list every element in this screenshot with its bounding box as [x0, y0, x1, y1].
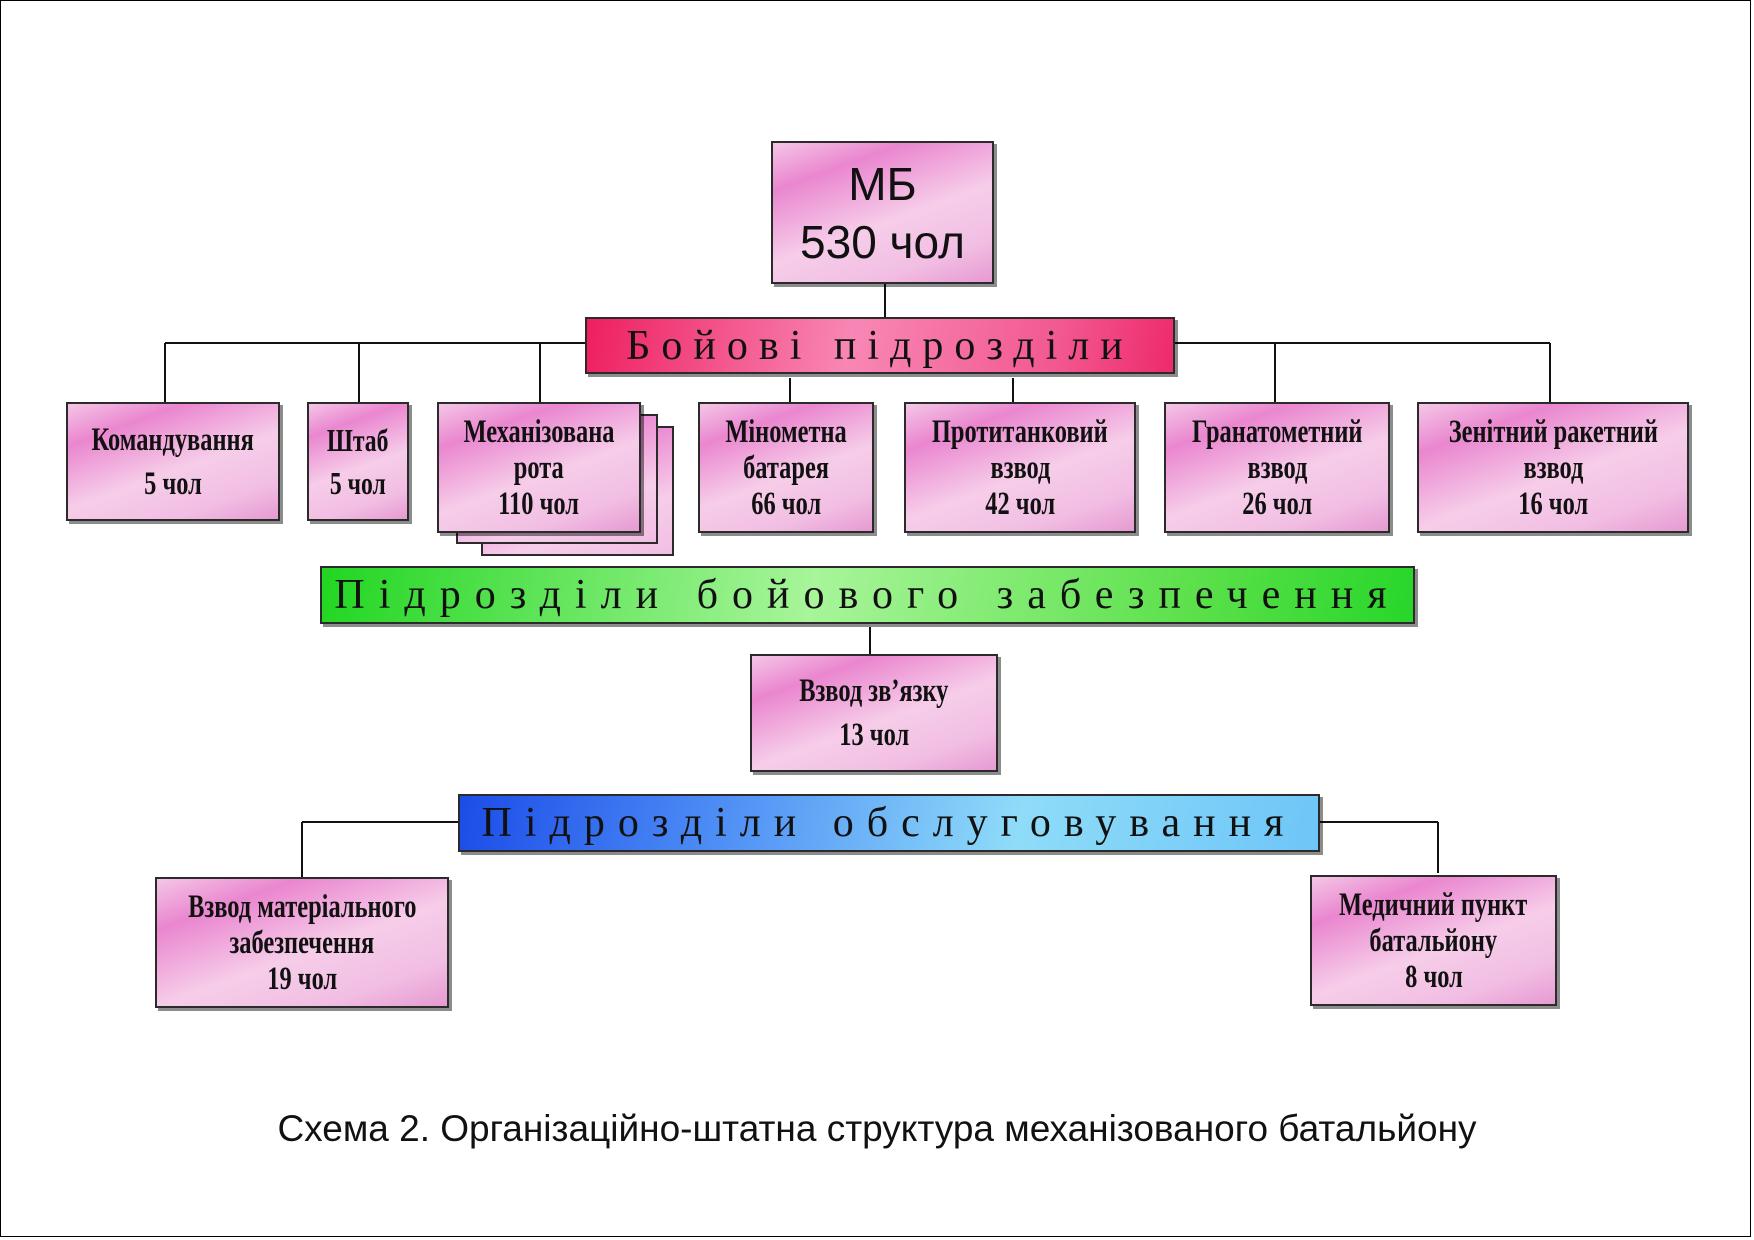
mortar-battery-label: Мінометна: [725, 413, 847, 450]
staff-label: Штаб: [327, 421, 389, 458]
mortar-battery-strength: 66 чол: [751, 485, 821, 522]
aa-missile-platoon-label: Зенітний ракетний: [1448, 413, 1658, 450]
battalion-name: МБ: [848, 157, 917, 210]
signal-platoon-label: Взвод зв’язку: [799, 673, 949, 709]
grenade-platoon-strength: 26 чол: [1242, 485, 1312, 522]
diagram-caption: Схема 2. Організаційно-штатна структура …: [277, 1108, 1477, 1149]
command-box: Командування 5 чол: [66, 402, 280, 521]
mech-company-label: Механізована: [463, 413, 615, 450]
grenade-platoon-label-2: взвод: [1247, 449, 1307, 486]
mortar-battery-box: Мінометна батарея 66 чол: [698, 402, 874, 533]
antitank-platoon-label: Протитанковий: [932, 413, 1108, 450]
staff-strength: 5 чол: [330, 464, 386, 501]
aa-missile-platoon-label-2: взвод: [1523, 449, 1583, 486]
supply-platoon-strength: 19 чол: [267, 960, 337, 997]
antitank-platoon-strength: 42 чол: [985, 485, 1055, 522]
medical-post-strength: 8 чол: [1404, 958, 1463, 995]
combat-units-label: Бойові підрозділи: [626, 322, 1134, 369]
grenade-platoon-box: Гранатометний взвод 26 чол: [1164, 402, 1390, 533]
aa-missile-platoon-strength: 16 чол: [1518, 485, 1588, 522]
command-strength: 5 чол: [144, 465, 202, 502]
medical-post-label-2: батальйону: [1369, 922, 1498, 959]
service-units-label: Підрозділи обслуговування: [481, 800, 1297, 846]
battalion-box: МБ 530 чол: [771, 141, 994, 284]
combat-support-label: Підрозділи бойового забезпечення: [334, 572, 1401, 618]
mortar-battery-label-2: батарея: [743, 449, 829, 486]
supply-platoon-box: Взвод матеріального забезпечення 19 чол: [155, 877, 449, 1008]
grenade-platoon-label: Гранатометний: [1191, 413, 1363, 450]
antitank-platoon-label-2: взвод: [990, 449, 1050, 486]
signal-platoon-box: Взвод зв’язку 13 чол: [750, 654, 998, 772]
supply-platoon-label-2: забезпечення: [229, 924, 375, 961]
mech-company-strength: 110 чол: [498, 485, 580, 522]
command-label: Командування: [91, 421, 255, 458]
mech-company-box: Механізована рота 110 чол: [437, 402, 641, 533]
signal-platoon-strength: 13 чол: [839, 717, 909, 753]
combat-units-band: Бойові підрозділи: [585, 317, 1175, 374]
battalion-strength: 530 чол: [800, 215, 965, 268]
mech-company-label-2: рота: [514, 449, 564, 486]
staff-box: Штаб 5 чол: [307, 402, 409, 521]
aa-missile-platoon-box: Зенітний ракетний взвод 16 чол: [1417, 402, 1689, 533]
antitank-platoon-box: Протитанковий взвод 42 чол: [904, 402, 1136, 533]
medical-post-box: Медичний пункт батальйону 8 чол: [1310, 875, 1557, 1006]
medical-post-label: Медичний пункт: [1339, 886, 1528, 923]
service-units-band: Підрозділи обслуговування: [458, 794, 1320, 852]
supply-platoon-label: Взвод матеріального: [187, 888, 417, 925]
combat-support-band: Підрозділи бойового забезпечення: [320, 566, 1415, 624]
